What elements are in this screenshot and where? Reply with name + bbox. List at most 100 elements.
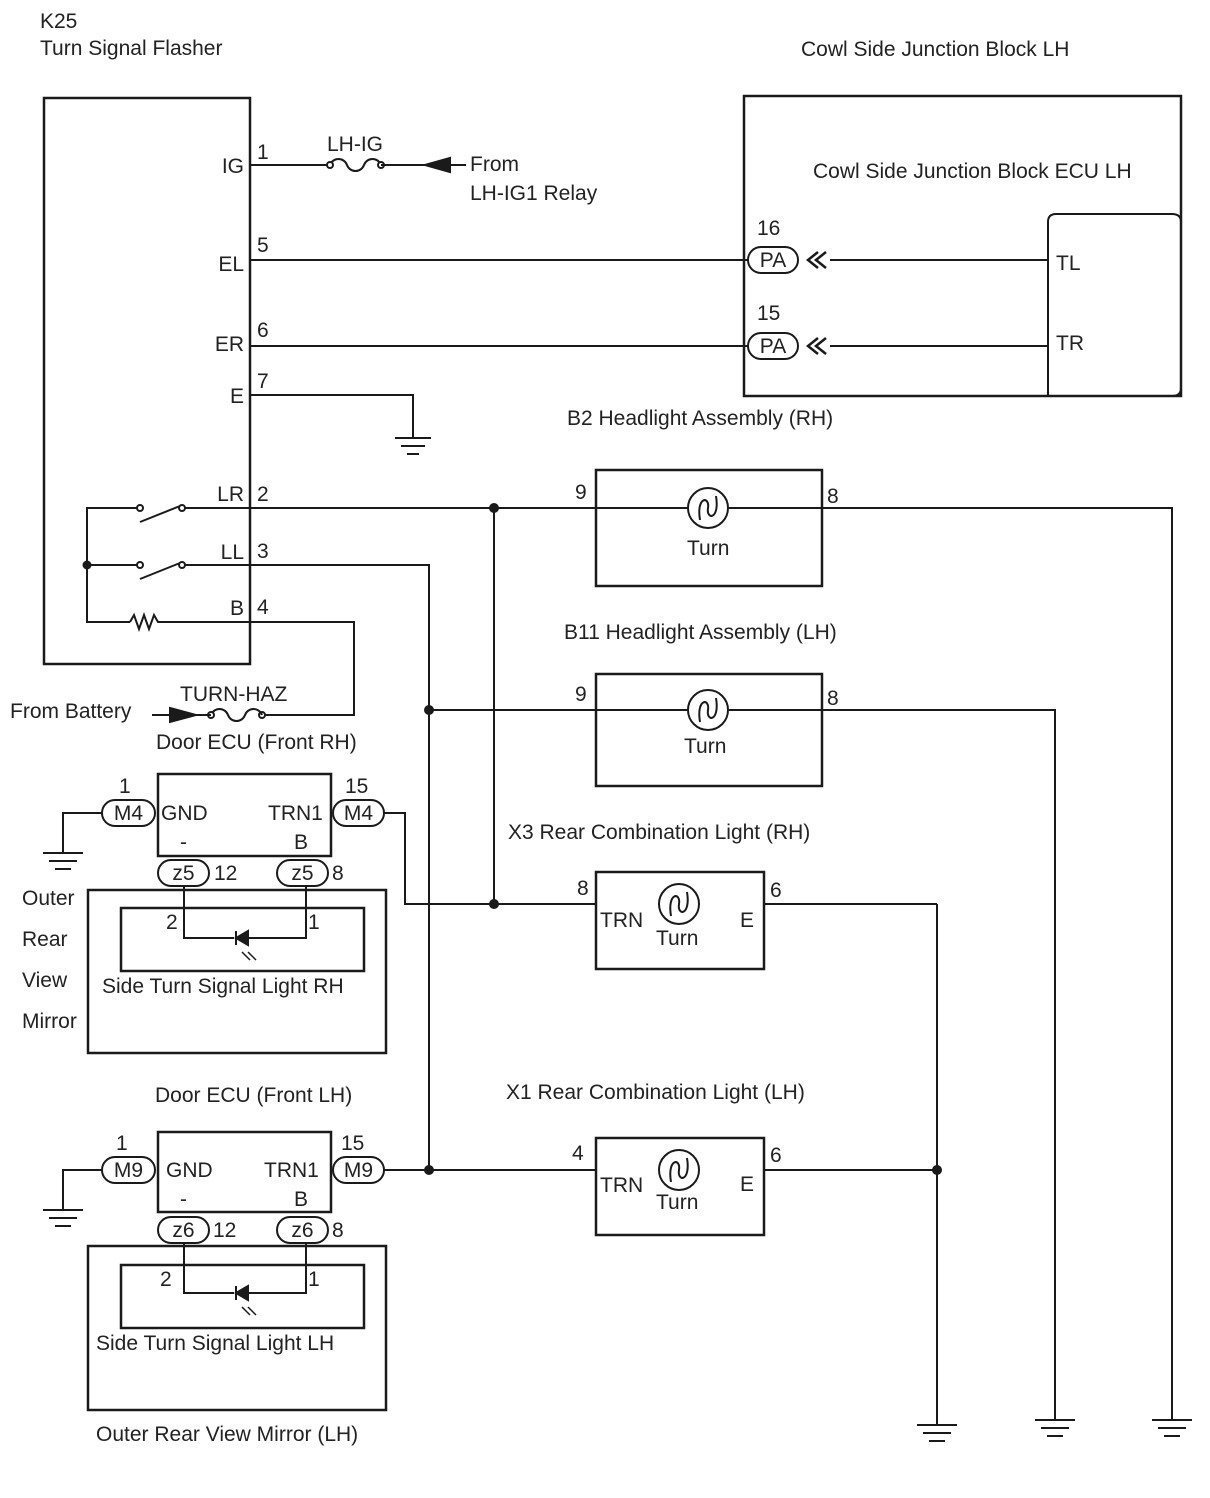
terminal-pin-5: 5 [257, 234, 269, 257]
rear-rh-trn: TRN [600, 909, 644, 932]
bulb-icon [687, 689, 729, 731]
terminal-label-el: EL [218, 253, 244, 276]
ground-icon [917, 1420, 957, 1442]
door-rh-trn1: TRN1 [268, 802, 323, 825]
rear-rh-lamp: Turn [656, 927, 699, 950]
rear-rh-e: E [740, 909, 755, 932]
e-ground-wire [250, 394, 414, 438]
cowl-block-box [742, 94, 1183, 398]
battery-source-label: From Battery [10, 700, 132, 723]
led-icon [234, 1284, 257, 1316]
terminal-label-ig: IG [221, 155, 244, 178]
side-light-rh-pin-left: 2 [166, 911, 178, 934]
cowl-tr-label: TR [1056, 332, 1084, 355]
door-lh-trn1: TRN1 [264, 1159, 319, 1182]
headlight-rh-pin-in: 9 [575, 481, 587, 504]
terminal-pin-6: 6 [257, 319, 269, 342]
connector-m9-trn: M9 [343, 1159, 374, 1182]
ground-icon [1035, 1419, 1075, 1437]
rear-lh-pin-out: 6 [770, 1144, 782, 1167]
headlight-lh-feed [429, 709, 1056, 1420]
mirror-lh-box [86, 1244, 388, 1412]
connector-pa-er: PA [759, 335, 787, 358]
led-icon [234, 929, 257, 961]
ig-source-relay: LH-IG1 Relay [470, 182, 598, 205]
flasher-code: K25 [40, 10, 78, 33]
terminal-label-e: E [229, 385, 244, 408]
rear-lh-lamp: Turn [656, 1191, 699, 1214]
connector-m9-trn-pin: 15 [341, 1132, 365, 1155]
connector-z6-left-pin: 12 [213, 1219, 237, 1242]
door-rh-ground-wire [62, 812, 102, 853]
door-lh-gnd: GND [166, 1159, 213, 1182]
cowl-ecu-title: Cowl Side Junction Block ECU LH [813, 160, 1132, 183]
headlight-rh-box [594, 468, 824, 588]
door-rh-b: B [294, 831, 309, 854]
ground-icon [395, 437, 431, 455]
bulb-icon [687, 487, 729, 529]
connector-m9-gnd-pin: 1 [116, 1132, 128, 1155]
headlight-rh-title: B2 Headlight Assembly (RH) [567, 407, 834, 430]
flasher-internal-switches [82, 504, 250, 632]
terminal-pin-2: 2 [257, 483, 269, 506]
connector-pa-el-pin: 16 [757, 217, 781, 240]
headlight-rh-pin-out: 8 [827, 485, 839, 508]
door-lh-ground-wire [62, 1169, 102, 1210]
rear-lh-trn: TRN [600, 1174, 644, 1197]
connector-m4-gnd: M4 [113, 802, 144, 825]
door-lh-minus: - [180, 1188, 187, 1211]
ll-wire [250, 564, 430, 1170]
door-rh-trn-wire [384, 812, 937, 905]
side-light-lh-pin-right: 1 [308, 1268, 320, 1291]
door-lh-b: B [294, 1188, 309, 1211]
terminal-pin-4: 4 [257, 596, 269, 619]
headlight-rh-lamp: Turn [687, 537, 730, 560]
connector-pa-el: PA [759, 249, 787, 272]
terminal-pin-7: 7 [257, 370, 269, 393]
cowl-internal-wires [830, 259, 1048, 347]
ground-icon [43, 1209, 83, 1227]
cowl-ecu-box [1047, 213, 1182, 397]
rear-rh-pin-in: 8 [577, 877, 589, 900]
terminal-label-ll: LL [220, 541, 244, 564]
door-ecu-lh-box [156, 1130, 333, 1214]
rear-rh-box [594, 870, 766, 971]
rear-rh-title: X3 Rear Combination Light (RH) [508, 821, 811, 844]
connector-m9-gnd: M9 [113, 1159, 144, 1182]
lh-ig-fuse-icon [329, 158, 382, 172]
door-rh-minus: - [180, 831, 187, 854]
mirror-lh-title: Outer Rear View Mirror (LH) [96, 1423, 359, 1446]
headlight-lh-box [594, 672, 824, 788]
connector-z5-left-pin: 12 [214, 862, 238, 885]
connector-z5-left: z5 [172, 862, 195, 885]
side-light-rh-label: Side Turn Signal Light RH [102, 975, 344, 998]
bulb-icon [658, 883, 700, 925]
side-light-rh-box [119, 906, 366, 973]
battery-fuse-label: TURN-HAZ [180, 683, 288, 706]
rear-lh-e: E [740, 1173, 755, 1196]
bulb-icon [658, 1149, 700, 1191]
resistor-icon [129, 612, 250, 632]
mirror-rh-label-line4: Mirror [22, 1010, 77, 1033]
ground-icon [43, 852, 83, 870]
door-ecu-rh-box [156, 772, 333, 858]
headlight-lh-pin-in: 9 [575, 683, 587, 706]
ig-fuse-label: LH-IG [327, 133, 384, 156]
rear-lh-box [594, 1136, 766, 1237]
headlight-lh-title: B11 Headlight Assembly (LH) [564, 621, 837, 644]
flasher-title: Turn Signal Flasher [40, 37, 223, 60]
rear-lh-pin-in: 4 [572, 1142, 584, 1165]
connector-pa-er-pin: 15 [757, 302, 781, 325]
side-light-lh-pin-left: 2 [160, 1268, 172, 1291]
ig-wire [250, 156, 466, 174]
terminal-label-b: B [229, 597, 244, 620]
side-light-lh-box [119, 1263, 366, 1330]
arrow-left-icon [421, 156, 451, 174]
connector-m4-trn-pin: 15 [345, 775, 369, 798]
mirror-rh-label-line1: Outer [22, 887, 75, 910]
connector-z6-right-pin: 8 [332, 1219, 344, 1242]
headlight-lh-lamp: Turn [684, 735, 727, 758]
headlight-lh-pin-out: 8 [827, 687, 839, 710]
door-ecu-lh-title: Door ECU (Front LH) [155, 1084, 353, 1107]
connector-z6-left: z6 [172, 1219, 195, 1242]
